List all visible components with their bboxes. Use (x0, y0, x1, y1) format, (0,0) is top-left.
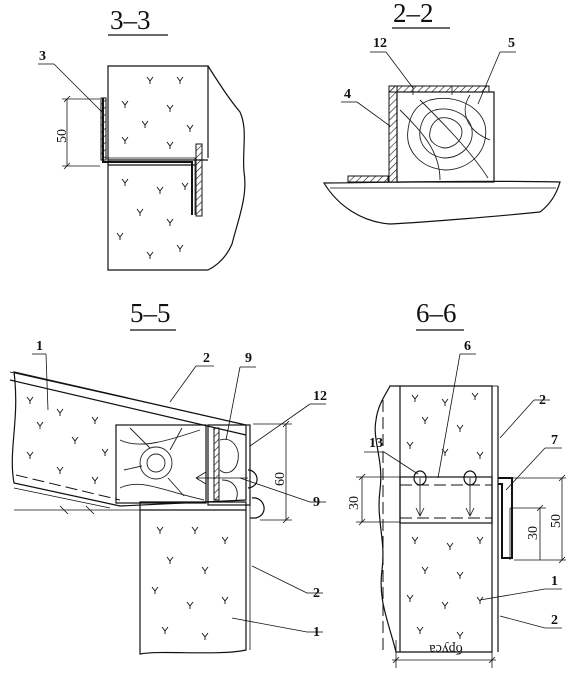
dim-beam-width: бруса (428, 641, 462, 656)
label-4: 4 (344, 87, 351, 102)
bracket-grain (219, 438, 239, 501)
nail (195, 471, 248, 485)
label-1: 1 (551, 574, 558, 589)
label-2-bottom: 2 (313, 586, 320, 601)
base-plate (347, 175, 389, 183)
section-2-2: 2–2 12 5 4 (322, 0, 561, 225)
leader-line (477, 51, 501, 105)
leader-line (505, 447, 546, 491)
dim-50: 50 (55, 129, 70, 143)
angle-bracket (498, 477, 513, 559)
dim-tick (358, 473, 366, 526)
board-line (13, 487, 111, 509)
batten (195, 143, 203, 217)
wood-grain (399, 94, 491, 181)
dim-tick (63, 95, 71, 170)
label-6: 6 (464, 339, 471, 354)
dim-60: 60 (273, 472, 288, 486)
leader-line (45, 353, 49, 411)
label-12: 12 (313, 389, 327, 404)
nail (413, 470, 427, 517)
label-1-bottom: 1 (313, 625, 320, 640)
beam (115, 424, 207, 504)
label-5: 5 (508, 36, 515, 51)
label-2: 2 (539, 393, 546, 408)
label-9-bottom: 9 (313, 495, 320, 510)
nail (463, 470, 477, 517)
leader-line (53, 63, 104, 114)
bracket-web (388, 85, 398, 183)
section-title: 3–3 (110, 5, 151, 35)
leader-line (251, 565, 308, 594)
label-2: 2 (203, 351, 210, 366)
leader-line (239, 477, 311, 503)
label-1: 1 (36, 339, 43, 354)
top-board-face (9, 379, 247, 436)
dim-tick (536, 504, 544, 512)
section-3-3: 3–3 50 3 (38, 5, 246, 271)
leader-line (383, 451, 419, 475)
insulation-marks (116, 76, 194, 260)
top-board-cover (9, 371, 247, 426)
lower-board (139, 501, 247, 655)
leader-line (479, 588, 546, 601)
label-2-bottom: 2 (551, 613, 558, 628)
leader-line (169, 365, 197, 403)
section-6-6: 6–6 30 50 (347, 298, 566, 668)
insulation-marks (406, 392, 484, 640)
label-13: 13 (369, 436, 383, 451)
plate (213, 427, 220, 501)
wood-grain (119, 427, 205, 501)
hidden-line (15, 474, 121, 501)
leader-line (437, 353, 461, 479)
top-board (11, 371, 247, 507)
leader-line (499, 615, 546, 629)
batten (100, 97, 107, 161)
dim-50: 50 (549, 514, 564, 528)
leader-line (231, 617, 308, 633)
bracket-flange (388, 85, 490, 93)
dim-tick (392, 656, 496, 664)
fastener (59, 505, 95, 515)
dim-tick (558, 474, 566, 564)
leader-line (499, 399, 535, 439)
leader-line (356, 101, 391, 127)
nail-head (247, 469, 258, 489)
label-9-top: 9 (245, 351, 252, 366)
label-12: 12 (373, 36, 387, 51)
section-title: 5–5 (130, 298, 171, 328)
board-outline (107, 65, 246, 271)
label-3: 3 (39, 49, 46, 64)
dim-30-left: 30 (347, 496, 362, 510)
section-title: 6–6 (416, 298, 457, 328)
leader-line (249, 403, 311, 447)
label-7: 7 (551, 433, 558, 448)
insulation-marks (26, 396, 229, 641)
clip (250, 497, 265, 519)
z-bracket (102, 98, 193, 215)
z-bracket-inner (105, 98, 196, 215)
nail (407, 85, 458, 95)
leader-line (225, 366, 241, 441)
dim-30-right: 30 (526, 526, 541, 540)
section-title: 2–2 (393, 0, 434, 28)
dim-tick (282, 420, 290, 524)
beam (396, 91, 495, 183)
leader-line (385, 51, 414, 89)
rail (399, 476, 493, 524)
board-outline (374, 385, 493, 653)
section-5-5: 5–5 60 1 (9, 298, 327, 655)
